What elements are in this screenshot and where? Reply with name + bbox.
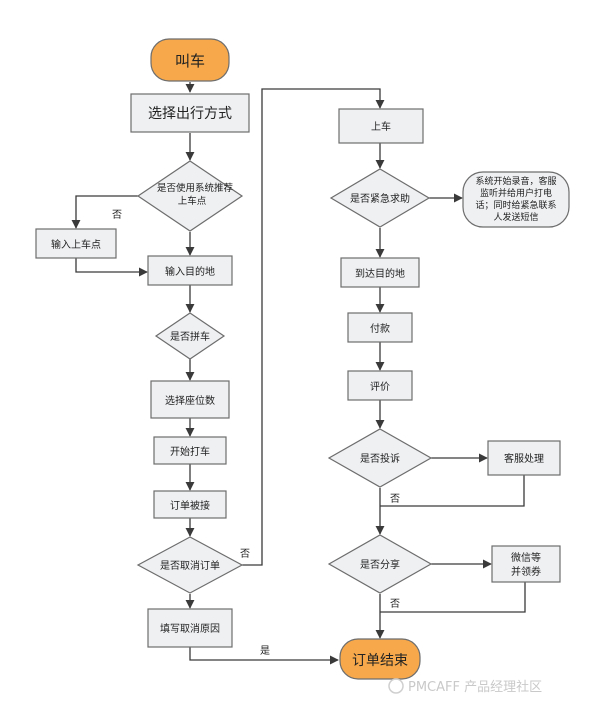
node-emergency: 是否紧急求助 [329, 168, 431, 228]
terminal-shape [339, 638, 421, 680]
node-choose-seats-label: 选择座位数 [165, 394, 215, 407]
node-rate: 评价 [347, 370, 413, 401]
process-shape [147, 255, 233, 286]
process-shape [347, 312, 413, 343]
edge-pickup-dest [75, 258, 148, 277]
node-choose-mode: 选择出行方式 [130, 93, 250, 133]
process-shape [347, 370, 413, 401]
process-shape [147, 608, 233, 648]
node-emergency-note-line3: 话；同时给紧急联系 [475, 199, 556, 211]
node-use-recommend-line2: 上车点 [178, 195, 207, 207]
node-cancel-order-label: 是否取消订单 [160, 559, 220, 572]
node-emergency-note-line4: 人发送短信 [493, 211, 538, 223]
node-cancel-order: 是否取消订单 [136, 536, 244, 594]
node-rate-label: 评价 [370, 381, 390, 393]
node-emergency-note-line1: 系统开始录音，客服 [475, 175, 556, 187]
node-order-accepted-label: 订单被接 [170, 499, 210, 512]
decision-shape [136, 160, 244, 232]
node-wechat-line1: 微信等 [511, 551, 541, 564]
node-end-label: 订单结束 [352, 653, 408, 669]
watermark: PMCAFF 产品经理社区 [388, 678, 542, 695]
edge-label-no-cancel: 否 [240, 548, 250, 560]
edge-label-yes-cancel: 是 [260, 645, 270, 657]
node-pay: 付款 [347, 312, 413, 343]
node-emergency-note-line2: 监听并给用户打电 [480, 187, 552, 199]
node-cs-handle: 客服处理 [487, 440, 561, 476]
node-start-label: 叫车 [175, 52, 205, 70]
node-start: 叫车 [150, 38, 230, 82]
process-shape [487, 440, 561, 476]
edge-reason-end [189, 647, 339, 665]
note-shape [462, 171, 570, 228]
decision-shape [327, 428, 433, 488]
decision-shape [136, 536, 244, 594]
node-complain: 是否投诉 [327, 428, 433, 488]
node-board-label: 上车 [371, 120, 391, 133]
edge-cs-merge [380, 475, 525, 507]
edge-cancel-no [242, 88, 385, 566]
edge-label-no-recommend: 否 [112, 209, 122, 221]
node-input-pickup: 输入上车点 [35, 228, 117, 259]
edge-recommend-no [71, 195, 138, 229]
process-shape [340, 257, 420, 288]
node-cs-handle-label: 客服处理 [504, 452, 544, 465]
edges [71, 82, 526, 665]
node-emergency-label: 是否紧急求助 [350, 192, 410, 205]
decision-shape [154, 312, 226, 360]
node-share: 是否分享 [327, 534, 433, 594]
process-shape [338, 108, 424, 144]
process-shape [150, 380, 230, 419]
node-pay-label: 付款 [370, 322, 390, 335]
node-board: 上车 [338, 108, 424, 144]
process-shape [491, 545, 561, 583]
node-arrive: 到达目的地 [340, 257, 420, 288]
process-shape [153, 490, 227, 519]
node-use-recommend-line1: 是否使用系统推荐 [157, 182, 234, 194]
node-wechat: 微信等 并领券 [491, 545, 561, 583]
node-wechat-line2: 并领券 [511, 565, 541, 578]
node-complain-label: 是否投诉 [360, 452, 400, 465]
decision-shape [327, 534, 433, 594]
node-input-dest-label: 输入目的地 [165, 265, 215, 278]
edge-label-no-complain: 否 [390, 493, 400, 505]
watermark-text: PMCAFF 产品经理社区 [408, 679, 542, 695]
decision-shape [329, 168, 431, 228]
node-cancel-reason: 填写取消原因 [147, 608, 233, 648]
node-carpool-label: 是否拼车 [170, 330, 210, 343]
process-shape [130, 93, 250, 133]
node-start-hail-label: 开始打车 [170, 445, 210, 458]
edge-wechat-merge [380, 582, 526, 613]
process-shape [153, 436, 227, 465]
edge-label-no-share: 否 [390, 598, 400, 610]
node-cancel-reason-label: 填写取消原因 [160, 622, 220, 635]
node-emergency-note: 系统开始录音，客服 监听并给用户打电 话；同时给紧急联系 人发送短信 [462, 171, 570, 228]
watermark-logo-icon [388, 678, 404, 694]
node-input-dest: 输入目的地 [147, 255, 233, 286]
terminal-shape [150, 38, 230, 82]
node-arrive-label: 到达目的地 [355, 267, 405, 280]
node-carpool: 是否拼车 [154, 312, 226, 360]
node-choose-mode-label: 选择出行方式 [148, 106, 232, 122]
node-order-accepted: 订单被接 [153, 490, 227, 519]
node-input-pickup-label: 输入上车点 [51, 238, 101, 251]
node-share-label: 是否分享 [360, 558, 400, 571]
node-start-hail: 开始打车 [153, 436, 227, 465]
node-choose-seats: 选择座位数 [150, 380, 230, 419]
node-use-recommend: 是否使用系统推荐 上车点 [136, 160, 244, 232]
node-end: 订单结束 [339, 638, 421, 680]
process-shape [35, 228, 117, 259]
